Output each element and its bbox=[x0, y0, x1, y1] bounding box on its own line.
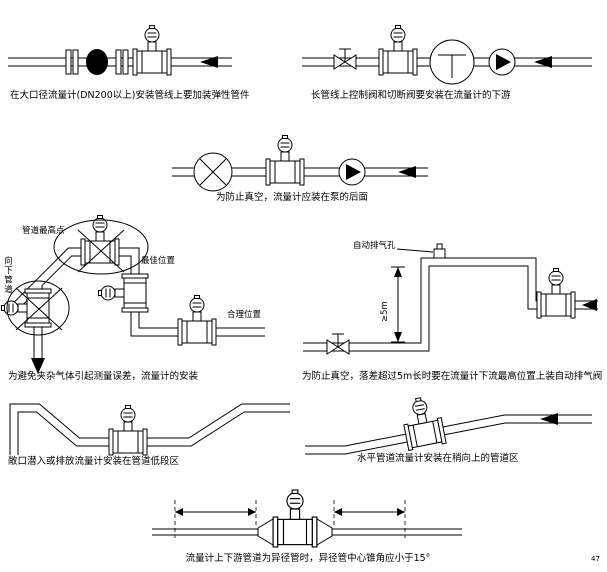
dimension-arrow-icon bbox=[248, 508, 256, 516]
flange bbox=[65, 49, 72, 75]
drop-height-label: ≥5m bbox=[380, 301, 390, 322]
flow-arrow-icon bbox=[534, 56, 552, 68]
reasonable-position-label: 合理位置 bbox=[227, 310, 262, 320]
corner-mark: 47 bbox=[591, 555, 600, 563]
flange bbox=[122, 49, 129, 75]
control-valve-icon bbox=[429, 39, 475, 85]
flowmeter-icon bbox=[265, 135, 305, 186]
flowmeter-icon bbox=[132, 25, 172, 76]
flow-arrow-icon bbox=[540, 413, 558, 425]
dimension-arrow-icon bbox=[334, 508, 342, 516]
elastic-joint-icon bbox=[86, 49, 108, 75]
flowmeter-icon bbox=[272, 489, 318, 548]
fig5-auto-vent-pipeline bbox=[303, 243, 598, 355]
flowmeter-best-position-icon bbox=[98, 273, 149, 313]
best-position-label: 最佳位置 bbox=[141, 256, 176, 266]
flange bbox=[72, 49, 79, 75]
pipe bbox=[305, 414, 592, 455]
flange bbox=[115, 49, 122, 75]
flowmeter-icon bbox=[536, 268, 576, 319]
fig2-caption: 长管线上控制阀和切断阀要安装在流量计的下游 bbox=[311, 90, 511, 101]
flow-arrow-icon bbox=[200, 56, 218, 68]
dimension-arrow-icon bbox=[175, 508, 183, 516]
fig5-caption: 为防止真空，落差超过5m长时要在流量计下流最高位置上装自动排气阀 bbox=[302, 371, 603, 382]
down-flow-arrow-icon bbox=[31, 358, 45, 374]
auto-vent-icon bbox=[433, 248, 446, 259]
fig3-meter-after-pump-pipeline bbox=[172, 135, 428, 192]
cross-out-line bbox=[77, 229, 125, 273]
fig7-upward-slope-pipeline bbox=[305, 394, 592, 455]
fig7-caption: 水平管道流量计安装在稍向上的管道区 bbox=[357, 453, 519, 464]
fig6-low-section-pipeline bbox=[9, 403, 290, 456]
fig3-caption: 为防止真空，流量计应装在泵的后面 bbox=[216, 192, 369, 203]
dimension-arrow-icon bbox=[397, 508, 405, 516]
highest-point-label: 管道最高点 bbox=[22, 226, 65, 236]
flowmeter-icon bbox=[108, 405, 148, 456]
flow-arrow-icon bbox=[398, 166, 416, 178]
leader-line bbox=[396, 248, 434, 253]
pipe bbox=[9, 403, 290, 455]
fig8-caption: 流量计上下游管道为异径管时，异径管中心锥角应小于15° bbox=[185, 553, 431, 564]
dimension-arrow-icon bbox=[394, 267, 402, 277]
shutoff-valve-icon bbox=[193, 152, 233, 192]
fig6-caption: 敞口潜入或排放流量计安装在管道低段区 bbox=[8, 456, 180, 467]
pump-icon bbox=[338, 158, 366, 186]
pump-icon bbox=[488, 48, 516, 76]
reducer-icon bbox=[257, 518, 274, 546]
flow-arrow-icon bbox=[582, 299, 597, 311]
dimension-arrow-icon bbox=[394, 332, 402, 342]
down-pipe-label: 向下管道 bbox=[2, 256, 13, 294]
fig1-elastic-joint-pipeline bbox=[8, 25, 232, 76]
callout-ellipse bbox=[53, 219, 149, 275]
fig4-caption: 为避免夹杂气体引起测量误差，流量计的安装 bbox=[8, 371, 199, 382]
fig4-gas-avoidance-pipeline bbox=[1, 215, 265, 374]
cross-out-line bbox=[15, 287, 63, 331]
fig8-reducer-pipeline bbox=[152, 489, 462, 548]
fig1-caption: 在大口径流量计(DN200以上)安装管线上要加装弹性管件 bbox=[10, 90, 250, 101]
fig2-valves-downstream-pipeline bbox=[302, 25, 592, 85]
flowmeter-icon bbox=[378, 25, 418, 76]
reducer-icon bbox=[316, 518, 333, 546]
callout-ellipse bbox=[6, 280, 70, 336]
flowmeter-reasonable-position-icon bbox=[177, 295, 217, 346]
auto-vent-label: 自动排气孔 bbox=[353, 241, 396, 251]
